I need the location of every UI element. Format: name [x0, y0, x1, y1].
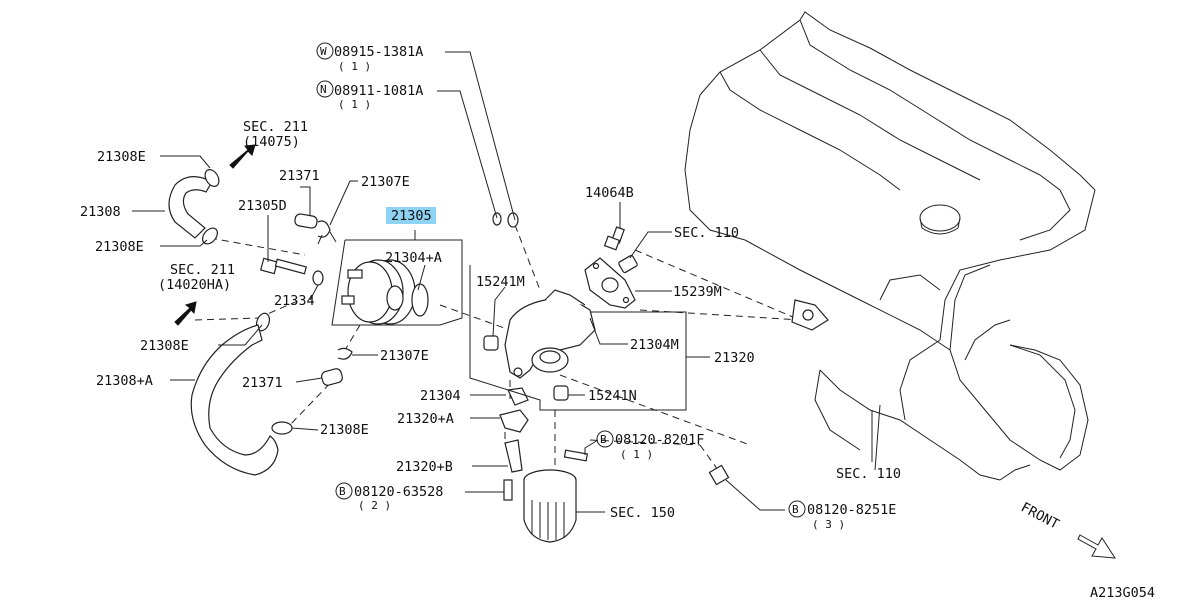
nut-n [492, 212, 502, 226]
plug-15241N [553, 385, 569, 401]
block-bolt-hole [791, 299, 829, 331]
label-21320A: 21320+A [397, 411, 454, 427]
direction-arrow-up [229, 144, 256, 169]
label-b-prefix-2: B [339, 485, 346, 498]
label-w-prefix: W [320, 45, 327, 58]
label-15241M: 15241M [476, 274, 525, 290]
label-21308E-c: 21308E [140, 338, 189, 354]
label-21320: 21320 [714, 350, 755, 366]
label-08915-qty: ( 1 ) [338, 60, 371, 73]
label-21320B: 21320+B [396, 459, 453, 475]
box-21305 [331, 239, 463, 326]
label-08120-8201F-qty: ( 1 ) [620, 448, 653, 461]
label-21308A: 21308+A [96, 373, 153, 389]
bolt-08120-8201F [563, 449, 589, 462]
label-n-prefix: N [320, 83, 327, 96]
label-15241N: 15241N [588, 388, 637, 404]
washer-w [507, 212, 519, 228]
stud-14064B [603, 226, 625, 251]
label-15239M: 15239M [673, 284, 722, 300]
clip-21307E-lower [337, 347, 353, 360]
labels: W 08915-1381A ( 1 ) N 08911-1081A ( 1 ) … [80, 42, 1155, 601]
label-08120-8251E: 08120-8251E [807, 502, 896, 518]
label-08915-1381A: 08915-1381A [334, 44, 423, 60]
label-sec211-mid: SEC. 211 [170, 262, 235, 278]
oil-cooler-21305 [341, 259, 429, 325]
label-08120-63528: 08120-63528 [354, 484, 443, 500]
label-08120-8251E-qty: ( 3 ) [812, 518, 845, 531]
label-sec150: SEC. 150 [610, 505, 675, 521]
label-sec211-top-ref: (14075) [243, 134, 300, 150]
label-front: FRONT [1018, 499, 1061, 532]
label-21304A: 21304+A [385, 250, 442, 266]
clamp-21308E-lower [271, 421, 293, 435]
oring-21334 [312, 270, 324, 286]
bolt-08120-63528 [503, 479, 513, 501]
label-08911-qty: ( 1 ) [338, 98, 371, 111]
box-21320 [469, 265, 687, 411]
direction-arrow-mid [174, 301, 197, 326]
bolt-21305D [259, 257, 308, 275]
label-08120-63528-qty: ( 2 ) [358, 499, 391, 512]
label-21307E-b: 21307E [380, 348, 429, 364]
label-b-prefix-1: B [600, 433, 607, 446]
circle-prefix-b2 [335, 482, 353, 500]
label-14064B: 14064B [585, 185, 634, 201]
plug-15241M [483, 335, 499, 351]
label-21308E-d: 21308E [320, 422, 369, 438]
oil-filter-bracket-21320 [504, 289, 596, 379]
label-21308E-b: 21308E [95, 239, 144, 255]
upper-hose-21308 [168, 169, 220, 245]
label-21308E-a: 21308E [97, 149, 146, 165]
highlight-21305 [386, 207, 436, 224]
label-sec110-b: SEC. 110 [836, 466, 901, 482]
lower-hose-21308A [190, 324, 279, 476]
circle-prefix-b3 [788, 500, 806, 518]
label-21371-b: 21371 [242, 375, 283, 391]
label-08911-1081A: 08911-1081A [334, 83, 423, 99]
circle-prefix-w [316, 42, 334, 60]
bracket-21304 [507, 387, 529, 406]
label-b-prefix-3: B [792, 503, 799, 516]
sensor-sec110 [618, 254, 638, 274]
circle-prefix-n [316, 80, 334, 98]
circle-prefix-b1 [596, 430, 614, 448]
oil-filter-sec150 [523, 469, 577, 543]
label-sec211-top: SEC. 211 [243, 119, 308, 135]
label-21304M: 21304M [630, 337, 679, 353]
bolt-08120-8251E [708, 464, 730, 486]
engine-block [684, 11, 1096, 481]
label-21308: 21308 [80, 204, 121, 220]
leader-lines [132, 51, 873, 513]
gasket-15239M [584, 257, 636, 309]
label-21371-a: 21371 [279, 168, 320, 184]
bracket-21320B [504, 439, 523, 473]
label-sec110-a: SEC. 110 [674, 225, 739, 241]
label-21307E-a: 21307E [361, 174, 410, 190]
bracket-21320A [499, 409, 529, 433]
label-sec211-mid-ref: (14020HA) [158, 277, 231, 293]
pipe-21371-upper [294, 213, 337, 245]
label-21305: 21305 [391, 208, 432, 224]
front-arrow-icon [1077, 534, 1116, 559]
label-08120-8201F: 08120-8201F [615, 432, 704, 448]
diagram-id: A213G054 [1090, 585, 1155, 600]
label-21305D: 21305D [238, 198, 287, 214]
pipe-21371-lower [321, 368, 343, 386]
label-21304: 21304 [420, 388, 461, 404]
label-21334: 21334 [274, 293, 315, 309]
